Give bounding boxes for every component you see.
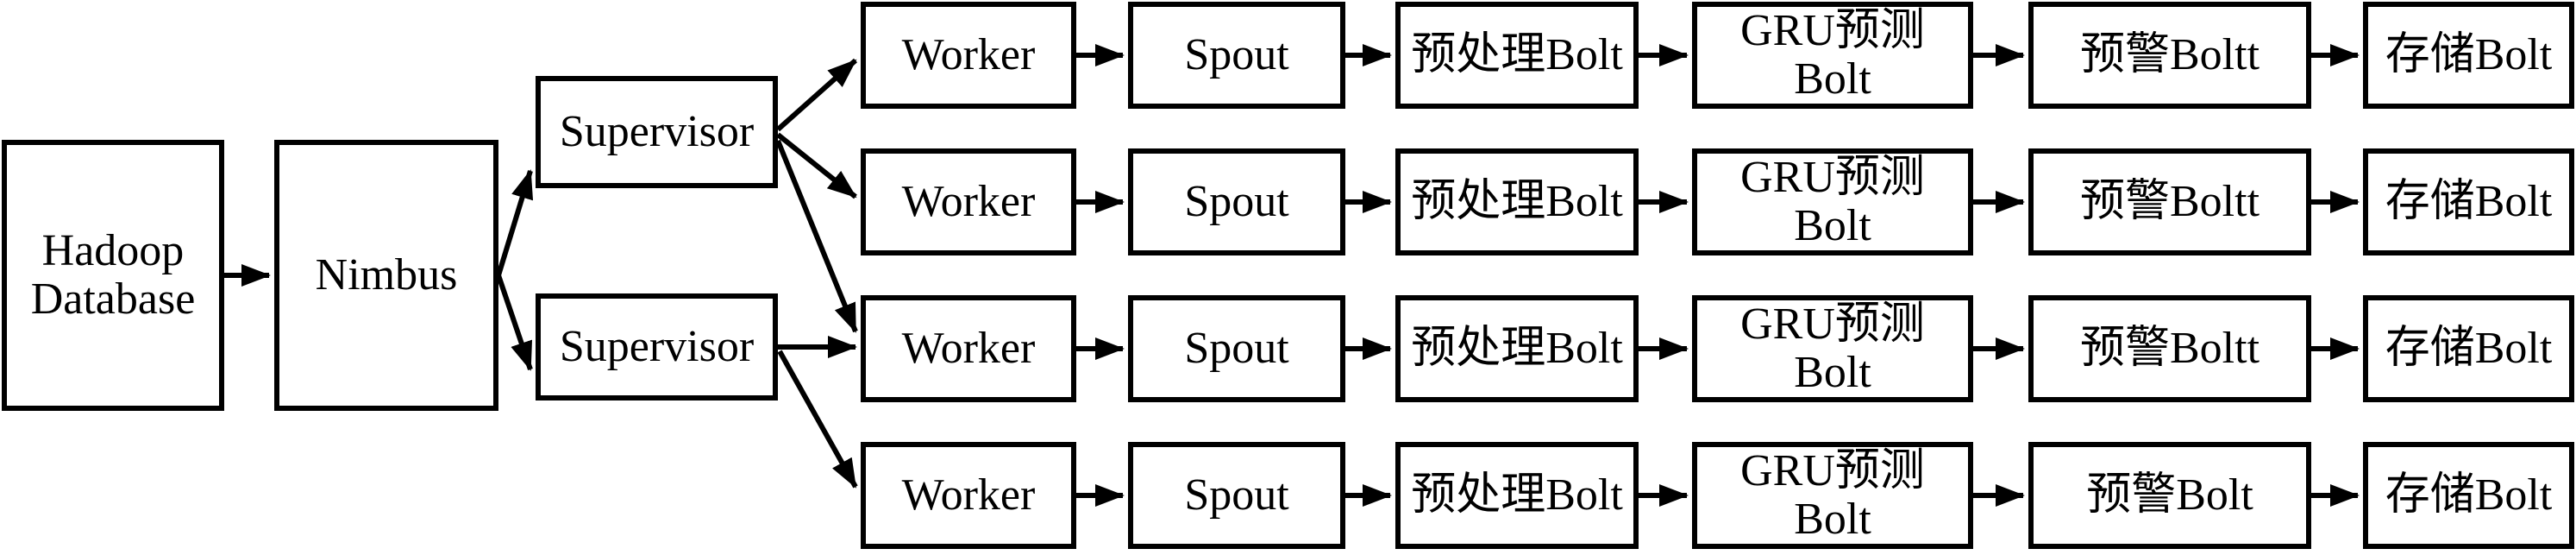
spout-1-box: Spout — [1128, 2, 1345, 109]
gru-predict-bolt-2-label: GRU预测 — [1740, 152, 1925, 202]
alert-bolt-1-box: 预警Boltt — [2028, 2, 2311, 109]
spout-3-box: Spout — [1128, 295, 1345, 402]
edge-nimbus-to-supervisor-1 — [496, 169, 534, 276]
preprocess-bolt-1-label: 预处理Bolt — [1411, 29, 1623, 79]
alert-bolt-2-label: 预警Boltt — [2079, 176, 2260, 226]
storage-bolt-4-box: 存储Bolt — [2363, 442, 2574, 549]
preprocess-bolt-3-box: 预处理Bolt — [1395, 295, 1639, 402]
worker-3-label: Worker — [901, 323, 1036, 373]
spout-2-label: Spout — [1184, 176, 1289, 226]
storage-bolt-2-label: 存储Bolt — [2385, 176, 2553, 226]
worker-2-box: Worker — [861, 148, 1076, 255]
edge-supervisor-1-to-worker-3 — [775, 139, 858, 333]
alert-bolt-1-label: 预警Boltt — [2079, 29, 2260, 79]
supervisor-2-label: Supervisor — [559, 321, 755, 371]
edge-supervisor-2-to-worker-4 — [777, 350, 858, 489]
hadoop-database-label: Database — [30, 274, 196, 324]
worker-3-box: Worker — [861, 295, 1076, 402]
nimbus-label: Nimbus — [315, 249, 458, 300]
gru-predict-bolt-1-label: Bolt — [1794, 54, 1871, 104]
storage-bolt-3-label: 存储Bolt — [2385, 323, 2553, 373]
alert-bolt-3-box: 预警Boltt — [2028, 295, 2311, 402]
spout-3-label: Spout — [1184, 323, 1289, 373]
preprocess-bolt-4-label: 预处理Bolt — [1411, 470, 1623, 520]
gru-predict-bolt-3-label: GRU预测 — [1740, 299, 1925, 349]
gru-predict-bolt-2-label: Bolt — [1794, 201, 1871, 250]
gru-predict-bolt-1-label: GRU预测 — [1740, 5, 1925, 55]
edge-supervisor-1-to-worker-2 — [776, 132, 857, 199]
spout-2-box: Spout — [1128, 148, 1345, 255]
worker-1-label: Worker — [901, 29, 1036, 79]
preprocess-bolt-2-box: 预处理Bolt — [1395, 148, 1639, 255]
storage-bolt-2-box: 存储Bolt — [2363, 148, 2574, 255]
hadoop-database-label: Hadoop — [41, 225, 185, 275]
spout-4-box: Spout — [1128, 442, 1345, 549]
gru-predict-bolt-3-label: Bolt — [1794, 348, 1871, 397]
alert-bolt-2-box: 预警Boltt — [2028, 148, 2311, 255]
alert-bolt-4-box: 预警Bolt — [2028, 442, 2311, 549]
worker-4-label: Worker — [901, 470, 1036, 520]
worker-4-box: Worker — [861, 442, 1076, 549]
preprocess-bolt-4-box: 预处理Bolt — [1395, 442, 1639, 549]
spout-4-label: Spout — [1184, 470, 1289, 520]
storage-bolt-1-label: 存储Bolt — [2385, 29, 2553, 79]
storage-bolt-4-label: 存储Bolt — [2385, 470, 2553, 520]
nimbus-box: Nimbus — [274, 140, 498, 411]
spout-1-label: Spout — [1184, 29, 1289, 79]
storage-bolt-1-box: 存储Bolt — [2363, 2, 2574, 109]
supervisor-1-label: Supervisor — [559, 106, 755, 156]
worker-2-label: Worker — [901, 176, 1036, 226]
gru-predict-bolt-4-label: Bolt — [1794, 495, 1871, 544]
edge-nimbus-to-supervisor-2 — [496, 274, 533, 371]
preprocess-bolt-1-box: 预处理Bolt — [1395, 2, 1639, 109]
alert-bolt-3-label: 预警Boltt — [2079, 323, 2260, 373]
supervisor-1-box: Supervisor — [536, 76, 778, 188]
gru-predict-bolt-4-label: GRU预测 — [1740, 445, 1925, 495]
supervisor-2-box: Supervisor — [536, 293, 778, 400]
worker-1-box: Worker — [861, 2, 1076, 109]
preprocess-bolt-2-label: 预处理Bolt — [1411, 176, 1623, 226]
storage-bolt-3-box: 存储Bolt — [2363, 295, 2574, 402]
alert-bolt-4-label: 预警Bolt — [2086, 470, 2253, 520]
edge-supervisor-1-to-worker-1 — [776, 58, 857, 132]
preprocess-bolt-3-label: 预处理Bolt — [1411, 323, 1623, 373]
